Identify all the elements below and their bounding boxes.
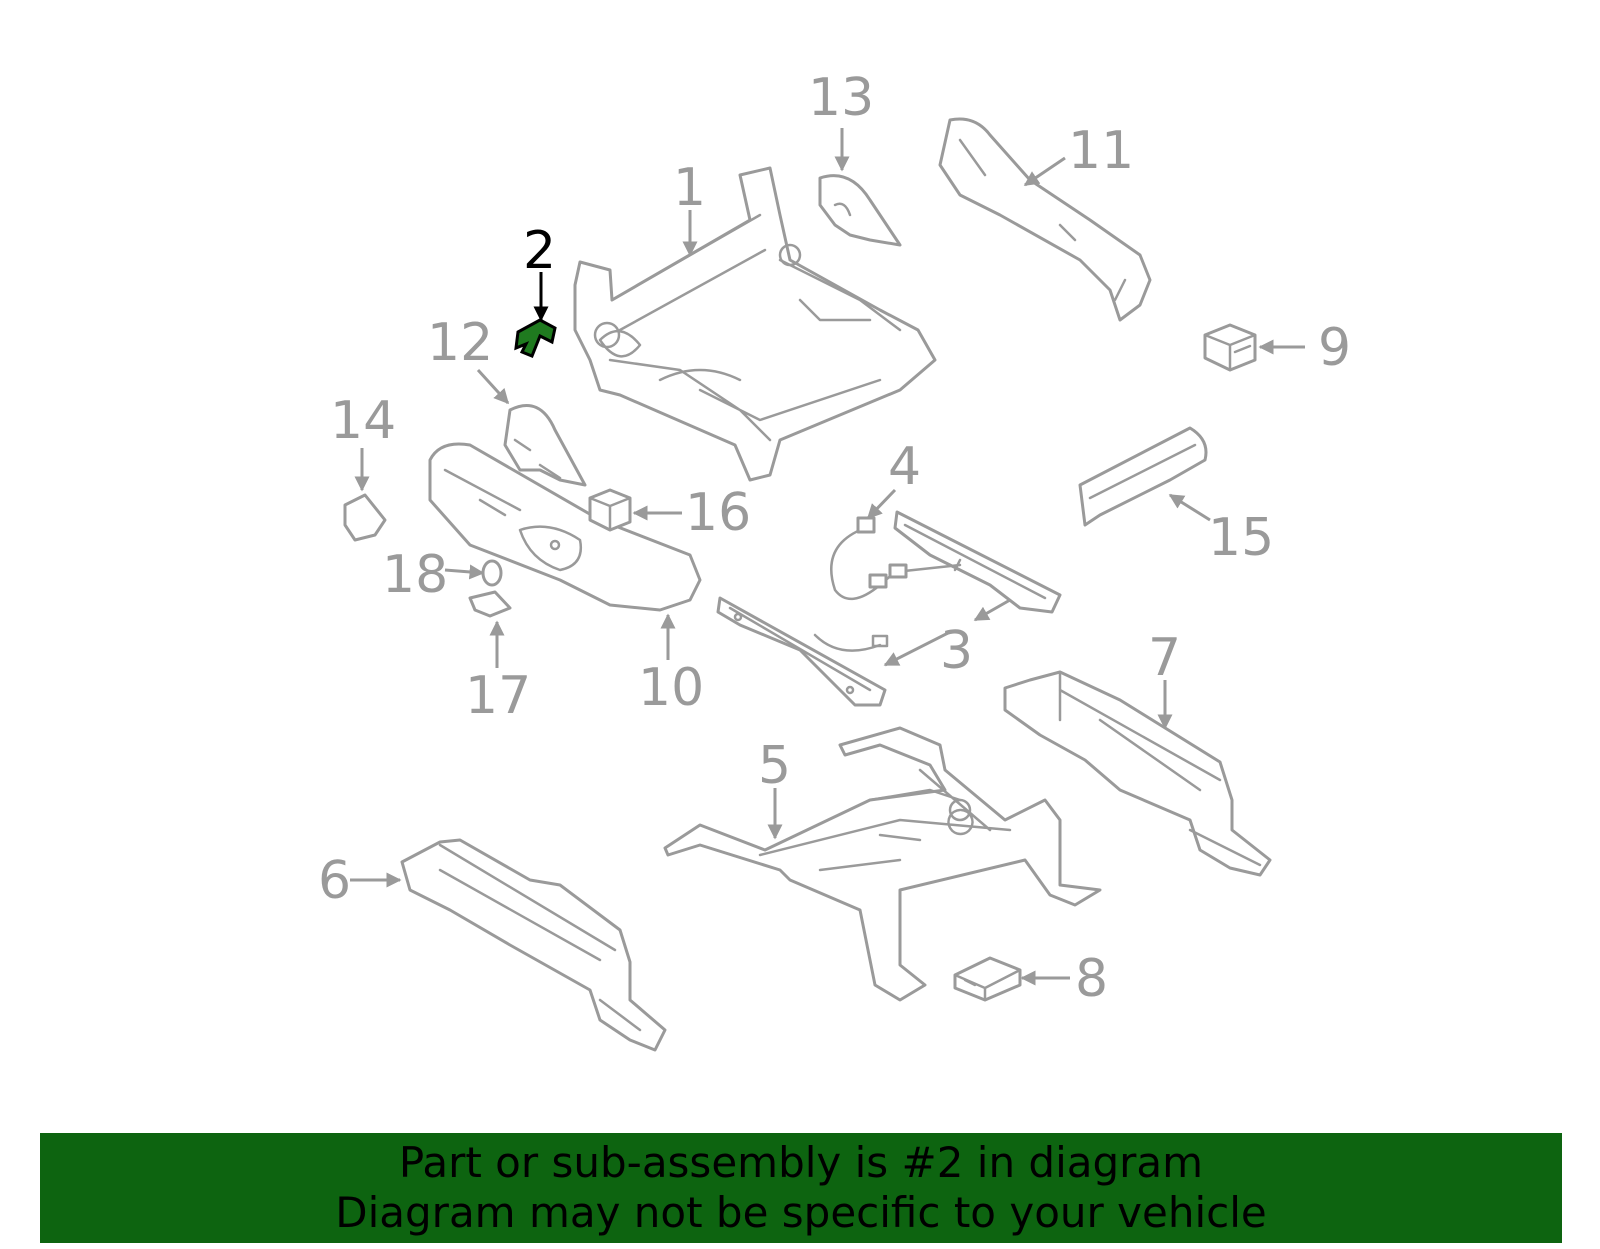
part-1-seat-frame[interactable] <box>573 166 937 482</box>
parts-diagram: 1 2 3 4 5 6 7 8 9 10 11 12 13 14 15 16 1… <box>318 68 1351 1052</box>
callout-1: 1 <box>673 158 706 218</box>
callout-2: 2 <box>523 221 556 281</box>
callout-17: 17 <box>465 666 531 726</box>
part-6-left-cover[interactable] <box>400 838 667 1052</box>
callout-7: 7 <box>1148 628 1181 688</box>
callout-3: 3 <box>940 621 973 681</box>
part-3-seat-tracks[interactable] <box>716 510 1062 707</box>
callout-5: 5 <box>758 736 791 796</box>
part-15-trim-strip[interactable] <box>1078 426 1208 527</box>
part-4-wire-harness[interactable] <box>830 516 962 600</box>
callout-4: 4 <box>888 437 921 497</box>
banner-line-1: Part or sub-assembly is #2 in diagram <box>398 1138 1204 1187</box>
part-13-recliner-cover[interactable] <box>818 174 902 247</box>
callout-14: 14 <box>330 391 396 451</box>
part-18-knob[interactable] <box>481 559 503 587</box>
banner-line-2: Diagram may not be specific to your vehi… <box>335 1188 1267 1237</box>
part-7-right-cover[interactable] <box>1003 670 1272 877</box>
callout-10: 10 <box>638 658 704 718</box>
part-14-cap[interactable] <box>343 493 387 542</box>
callout-15: 15 <box>1208 508 1274 568</box>
part-16-switch[interactable] <box>588 488 632 532</box>
callout-16: 16 <box>685 483 751 543</box>
info-banner: Part or sub-assembly is #2 in diagram Di… <box>40 1133 1562 1243</box>
callout-11: 11 <box>1068 121 1134 181</box>
part-5-base-frame[interactable] <box>663 726 1102 1002</box>
leader-arrows <box>350 128 1305 986</box>
part-9-sensor[interactable] <box>1203 323 1257 372</box>
callout-8: 8 <box>1075 949 1108 1009</box>
part-12-recliner-cover[interactable] <box>503 404 587 487</box>
callout-18: 18 <box>382 545 448 605</box>
part-8-module[interactable] <box>953 956 1022 1002</box>
callout-13: 13 <box>808 68 874 128</box>
callout-9: 9 <box>1318 318 1351 378</box>
part-10-side-shield[interactable] <box>428 442 702 612</box>
callout-6: 6 <box>318 851 351 911</box>
callout-labels: 1 2 3 4 5 6 7 8 9 10 11 12 13 14 15 16 1… <box>318 68 1351 1009</box>
callout-12: 12 <box>427 313 493 373</box>
part-2-bracket[interactable] <box>514 318 557 358</box>
part-17-clip[interactable] <box>468 590 512 618</box>
